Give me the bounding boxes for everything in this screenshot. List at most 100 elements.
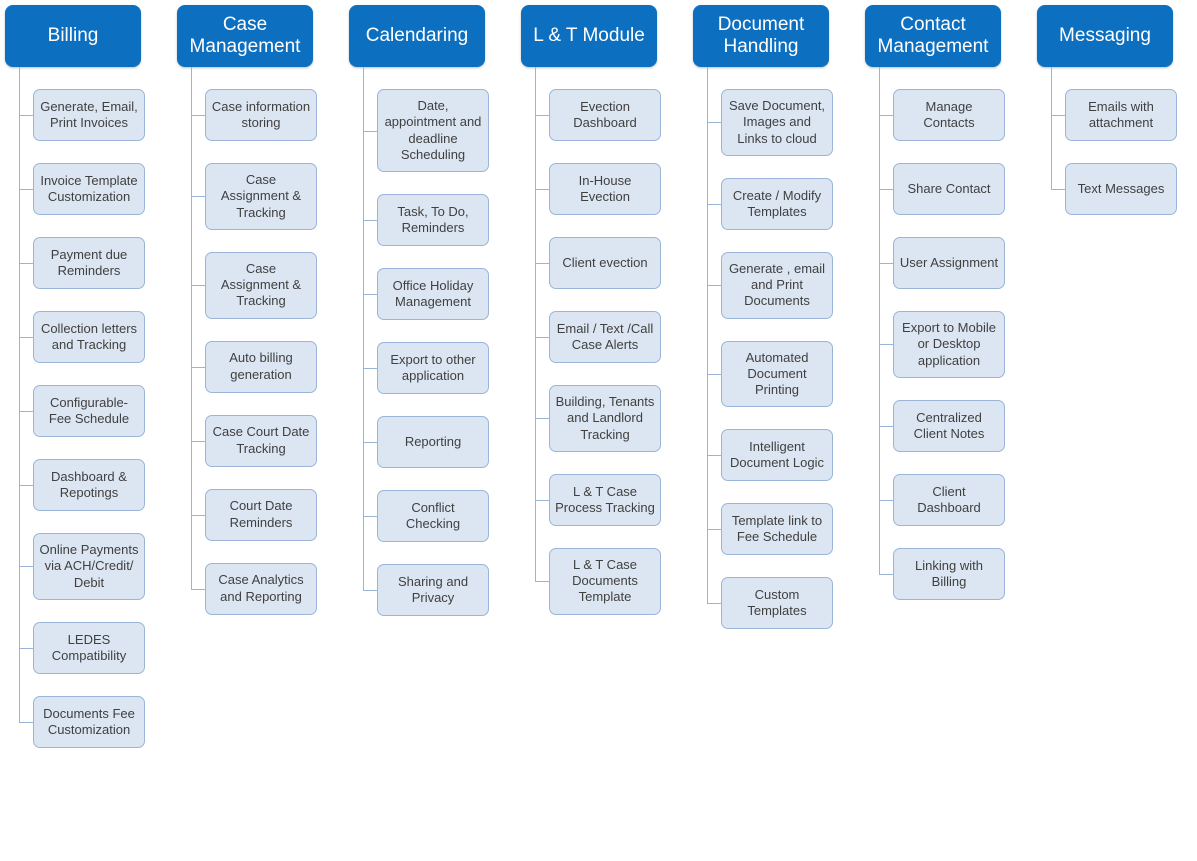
feature-row: Create / Modify Templates <box>707 155 833 230</box>
feature-item: Emails with attachment <box>1051 67 1177 141</box>
feature-item: Court Date Reminders <box>191 466 317 541</box>
feature-row: L & T Case Documents Template <box>535 525 661 615</box>
feature-row: Intelligent Document Logic <box>707 407 833 482</box>
feature-row: Text Messages <box>1051 141 1177 215</box>
column-header: Calendaring <box>349 5 485 67</box>
feature-row: Payment due Reminders <box>19 215 145 289</box>
feature-row: Date, appointment and deadline Schedulin… <box>363 67 489 172</box>
feature-item: Evection Dashboard <box>535 67 661 141</box>
feature-item: Centralized Client Notes <box>879 377 1005 452</box>
feature-row: Conflict Checking <box>363 468 489 542</box>
feature-item: Client Dashboard <box>879 451 1005 526</box>
feature-item: Case Assignment & Tracking <box>191 141 317 230</box>
feature-item: Client evection <box>535 215 661 289</box>
column-items: Case information storing Case Assignment… <box>191 67 317 615</box>
feature-item: Email / Text /Call Case Alerts <box>535 289 661 363</box>
feature-row: Evection Dashboard <box>535 67 661 141</box>
feature-row: Manage Contacts <box>879 67 1005 141</box>
feature-item: Conflict Checking <box>363 468 489 542</box>
feature-item: Manage Contacts <box>879 67 1005 141</box>
feature-item: Text Messages <box>1051 141 1177 215</box>
column-header: Document Handling <box>693 5 829 67</box>
column-items: Manage Contacts Share Contact User Assig… <box>879 67 1005 600</box>
feature-row: Reporting <box>363 394 489 468</box>
feature-item: Case information storing <box>191 67 317 141</box>
feature-row: Emails with attachment <box>1051 67 1177 141</box>
feature-item: Automated Document Printing <box>707 318 833 408</box>
feature-row: Custom Templates <box>707 555 833 630</box>
feature-row: Client Dashboard <box>879 451 1005 526</box>
feature-item: Task, To Do, Reminders <box>363 172 489 246</box>
feature-item: Online Payments via ACH/Credit/ Debit <box>19 511 145 600</box>
feature-row: Generate , email and Print Documents <box>707 229 833 319</box>
feature-row: Export to other application <box>363 320 489 394</box>
feature-item: Case Court Date Tracking <box>191 392 317 467</box>
column-header: Messaging <box>1037 5 1173 67</box>
feature-item: L & T Case Documents Template <box>535 525 661 615</box>
feature-item: Invoice Template Customization <box>19 141 145 215</box>
column-header: L & T Module <box>521 5 657 67</box>
feature-row: Centralized Client Notes <box>879 377 1005 452</box>
feature-column: Document Handling Save Document, Images … <box>693 5 833 630</box>
feature-item: Dashboard & Repotings <box>19 437 145 511</box>
feature-row: Automated Document Printing <box>707 318 833 408</box>
feature-column: Calendaring Date, appointment and deadli… <box>349 5 489 616</box>
feature-column: Messaging Emails with attachment Text Me… <box>1037 5 1177 215</box>
column-items: Evection Dashboard In-House Evection Cli… <box>535 67 661 615</box>
feature-row: Share Contact <box>879 141 1005 215</box>
column-header: Billing <box>5 5 141 67</box>
feature-row: Save Document, Images and Links to cloud <box>707 67 833 156</box>
feature-item: Export to other application <box>363 320 489 394</box>
feature-column: Contact Management Manage Contacts Share… <box>865 5 1005 600</box>
feature-item: In-House Evection <box>535 141 661 215</box>
feature-column: Billing Generate, Email, Print Invoices … <box>5 5 145 748</box>
feature-item: Linking with Billing <box>879 525 1005 600</box>
feature-item: Office Holiday Management <box>363 246 489 320</box>
feature-row: Online Payments via ACH/Credit/ Debit <box>19 511 145 600</box>
feature-item: Reporting <box>363 394 489 468</box>
feature-row: Case Court Date Tracking <box>191 392 317 467</box>
feature-item: Building, Tenants and Landlord Tracking <box>535 363 661 452</box>
feature-item: Sharing and Privacy <box>363 542 489 616</box>
feature-item: Generate, Email, Print Invoices <box>19 67 145 141</box>
feature-item: Share Contact <box>879 141 1005 215</box>
column-items: Date, appointment and deadline Schedulin… <box>363 67 489 616</box>
feature-row: Task, To Do, Reminders <box>363 172 489 246</box>
feature-item: Export to Mobile or Desktop application <box>879 289 1005 378</box>
feature-item: Custom Templates <box>707 555 833 630</box>
feature-row: Case Analytics and Reporting <box>191 540 317 615</box>
feature-row: Linking with Billing <box>879 525 1005 600</box>
feature-row: Case Assignment & Tracking <box>191 229 317 319</box>
feature-item: Date, appointment and deadline Schedulin… <box>363 67 489 172</box>
feature-row: Sharing and Privacy <box>363 542 489 616</box>
feature-item: L & T Case Process Tracking <box>535 451 661 526</box>
feature-item: Intelligent Document Logic <box>707 407 833 482</box>
feature-row: Email / Text /Call Case Alerts <box>535 289 661 363</box>
feature-row: Configurable-Fee Schedule <box>19 363 145 437</box>
feature-row: Generate, Email, Print Invoices <box>19 67 145 141</box>
feature-item: User Assignment <box>879 215 1005 289</box>
feature-row: Invoice Template Customization <box>19 141 145 215</box>
column-header: Contact Management <box>865 5 1001 67</box>
feature-row: Documents Fee Customization <box>19 673 145 748</box>
feature-row: LEDES Compatibility <box>19 599 145 674</box>
feature-row: In-House Evection <box>535 141 661 215</box>
feature-column: Case Management Case information storing… <box>177 5 317 615</box>
feature-column: L & T Module Evection Dashboard In-House… <box>521 5 661 615</box>
feature-item: Create / Modify Templates <box>707 155 833 230</box>
column-header: Case Management <box>177 5 313 67</box>
feature-item: Configurable-Fee Schedule <box>19 363 145 437</box>
feature-item: Case Analytics and Reporting <box>191 540 317 615</box>
feature-item: Documents Fee Customization <box>19 673 145 748</box>
column-items: Generate, Email, Print Invoices Invoice … <box>19 67 145 748</box>
feature-row: Auto billing generation <box>191 318 317 393</box>
feature-row: Court Date Reminders <box>191 466 317 541</box>
feature-row: Office Holiday Management <box>363 246 489 320</box>
feature-item: Save Document, Images and Links to cloud <box>707 67 833 156</box>
feature-row: Building, Tenants and Landlord Tracking <box>535 363 661 452</box>
feature-item: Auto billing generation <box>191 318 317 393</box>
feature-row: Case Assignment & Tracking <box>191 141 317 230</box>
feature-item: Collection letters and Tracking <box>19 289 145 363</box>
feature-row: Collection letters and Tracking <box>19 289 145 363</box>
